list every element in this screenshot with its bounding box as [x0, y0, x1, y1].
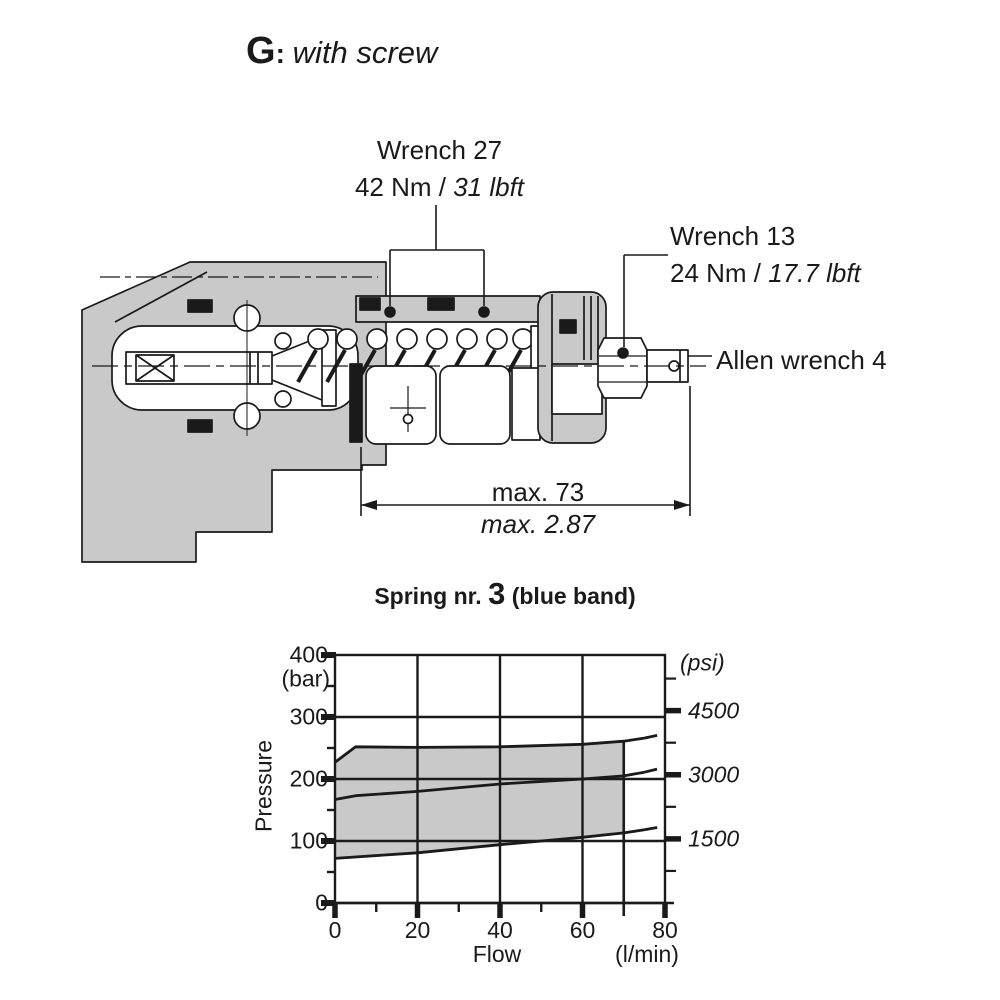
- dimension-imperial: max. 2.87: [480, 509, 596, 539]
- wrench13-leader: [617, 254, 668, 359]
- wrench13-torque: 24 Nm / 17.7 lbft: [670, 258, 861, 288]
- lock-nut: [597, 337, 648, 399]
- series-upper-pressure-limit-dashed: [644, 732, 666, 740]
- y-axis-unit-right: (psi): [680, 649, 725, 676]
- page-title: G: with screw: [246, 30, 437, 73]
- y-tick-label-200: 200: [289, 765, 328, 792]
- variant-code: G: [246, 30, 276, 72]
- y-tick-label-0: 0: [315, 889, 328, 916]
- x-tick-label-40: 40: [487, 917, 513, 943]
- pressure-band: [335, 741, 624, 859]
- wrench13-size: Wrench 13: [670, 221, 796, 251]
- series-mid-pressure-setting-solid: [334, 770, 645, 801]
- variant-name: with screw: [292, 35, 438, 70]
- x-tick-label-0: 0: [328, 917, 342, 943]
- psi-tick-label-1500: 1500: [688, 825, 740, 852]
- x-axis-label: Flow: [472, 941, 522, 967]
- psi-tick-label-3000: 3000: [688, 761, 740, 788]
- annotation-allen-wrench: Allen wrench 4: [716, 345, 887, 375]
- y-tick-label-100: 100: [289, 827, 328, 854]
- psi-tick-label-4500: 4500: [688, 697, 740, 724]
- series-upper-pressure-limit-solid: [334, 736, 645, 764]
- wrench27-leader: [384, 205, 490, 318]
- x-tick-label-60: 60: [569, 917, 596, 943]
- spring-caption: Spring nr. 3 (blue band): [374, 576, 636, 611]
- spring-number: 3: [488, 576, 506, 611]
- wrench27-size: Wrench 27: [376, 135, 503, 165]
- wrench27-torque: 42 Nm / 31 lbft: [354, 172, 525, 202]
- y-axis-unit-left: (bar): [281, 665, 330, 692]
- series-mid-pressure-setting-dashed: [644, 765, 666, 774]
- y-tick-label-400: 400: [289, 641, 328, 668]
- series-lower-pressure-limit-dashed: [644, 824, 666, 832]
- y-axis-label: Pressure: [250, 739, 277, 833]
- title-separator: :: [275, 38, 293, 69]
- annotation-wrench-13: Wrench 13 24 Nm / 17.7 lbft: [670, 218, 861, 292]
- annotation-wrench-27: Wrench 27 42 Nm / 31 lbft: [322, 132, 557, 206]
- x-tick-label-80: 80: [652, 917, 678, 943]
- dimension-metric: max. 73: [491, 477, 585, 507]
- housing-section-break-line: [114, 271, 208, 323]
- y-tick-label-300: 300: [289, 703, 328, 730]
- series-lower-pressure-limit-solid: [334, 828, 645, 860]
- length-dimension-lines: [360, 386, 691, 516]
- x-tick-label-20: 20: [404, 917, 431, 943]
- x-axis-unit: (l/min): [615, 941, 679, 967]
